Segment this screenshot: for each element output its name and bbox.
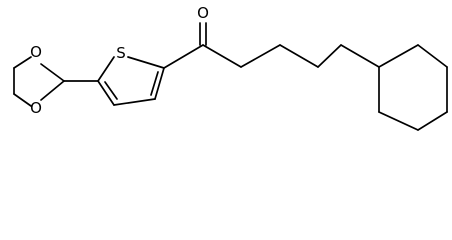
alkyl-chain [202, 44, 380, 68]
cyclohexane-ring [378, 44, 448, 131]
bond-c4-c5-inner [104, 81, 118, 100]
bond-cy-5 [378, 111, 419, 131]
bond-cy-1 [378, 44, 419, 68]
bond-chain-1 [202, 44, 242, 68]
bond-chain-5 [340, 44, 380, 68]
dioxolane-oxygen-top-label: O [30, 43, 42, 61]
thiophene-ring: S [97, 44, 165, 106]
bond-c4-c5 [97, 80, 115, 106]
bond-o-top-ch2 [13, 56, 32, 69]
carbonyl-oxygen-label: O [197, 4, 209, 22]
thiophene-sulfur-label: S [116, 44, 126, 62]
bond-c5-s [97, 56, 115, 82]
bond-c2-o-top [40, 63, 65, 82]
bond-ch2-o-bottom [13, 93, 32, 107]
bond-cy-2 [417, 44, 448, 68]
chemical-structure-diagram: O O S O [13, 4, 448, 131]
dioxolane-oxygen-bottom-label: O [30, 99, 42, 117]
bond-chain-3 [279, 44, 319, 68]
bond-c3-c4 [113, 98, 156, 106]
bond-c2-c3-inner [150, 71, 159, 96]
bond-s-c2 [127, 56, 165, 69]
ketone-group: O [163, 4, 209, 69]
bond-chain-2 [240, 44, 281, 68]
bond-cy-4 [417, 111, 448, 131]
dioxolane-ring: O O [13, 43, 65, 117]
bond-chain-4 [317, 44, 342, 68]
bond-c2-c3 [154, 67, 165, 100]
bond-thiophene-carbonyl [163, 44, 204, 69]
bond-o-bottom-c2 [40, 80, 65, 101]
